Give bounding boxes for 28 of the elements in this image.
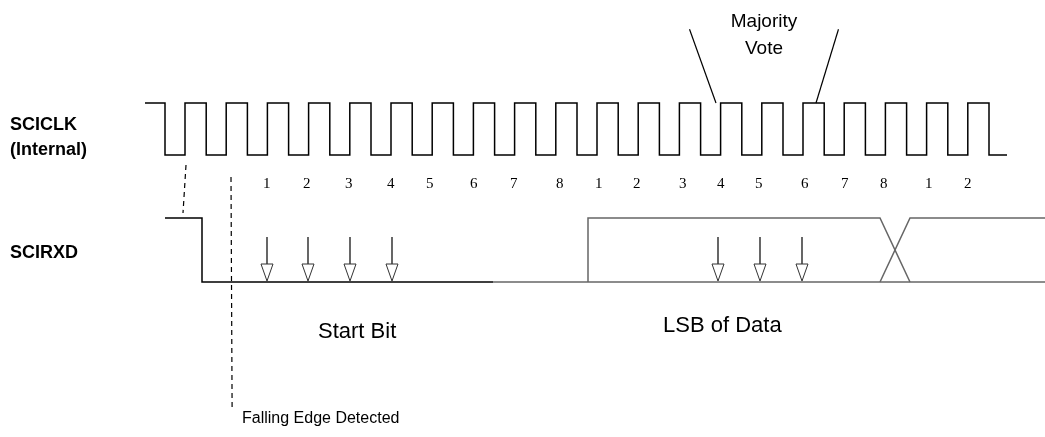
- sample-number: 5: [426, 175, 434, 192]
- sample-number: 6: [470, 175, 478, 192]
- sample-number: 7: [510, 175, 518, 192]
- sample-number: 2: [964, 175, 972, 192]
- callout-text: Majority Vote: [688, 8, 840, 62]
- bit-label: Start Bit: [318, 318, 397, 344]
- sample-number: 4: [717, 175, 725, 192]
- sample-number: 2: [303, 175, 311, 192]
- callout-text: Falling Edge Detected: [230, 407, 440, 430]
- leader-line: [815, 28, 840, 104]
- sample-number: 1: [595, 175, 603, 192]
- sample-number: 8: [556, 175, 564, 192]
- sample-number: 3: [679, 175, 687, 192]
- leader-line: [230, 175, 233, 408]
- leader-line: [688, 28, 717, 104]
- signal-name: SCIRXD: [10, 242, 78, 263]
- sample-number: 2: [633, 175, 641, 192]
- bit-label: LSB of Data: [663, 312, 782, 338]
- signal-name: SCICLK (Internal): [10, 113, 88, 162]
- sample-number: 4: [387, 175, 395, 192]
- sample-number: 3: [345, 175, 353, 192]
- clock-waveform: [144, 102, 1008, 156]
- sample-number: 1: [263, 175, 271, 192]
- sample-number: 5: [755, 175, 763, 192]
- sample-number: 6: [801, 175, 809, 192]
- sample-number: 1: [925, 175, 933, 192]
- sample-number: 8: [880, 175, 888, 192]
- sample-number: 7: [841, 175, 849, 192]
